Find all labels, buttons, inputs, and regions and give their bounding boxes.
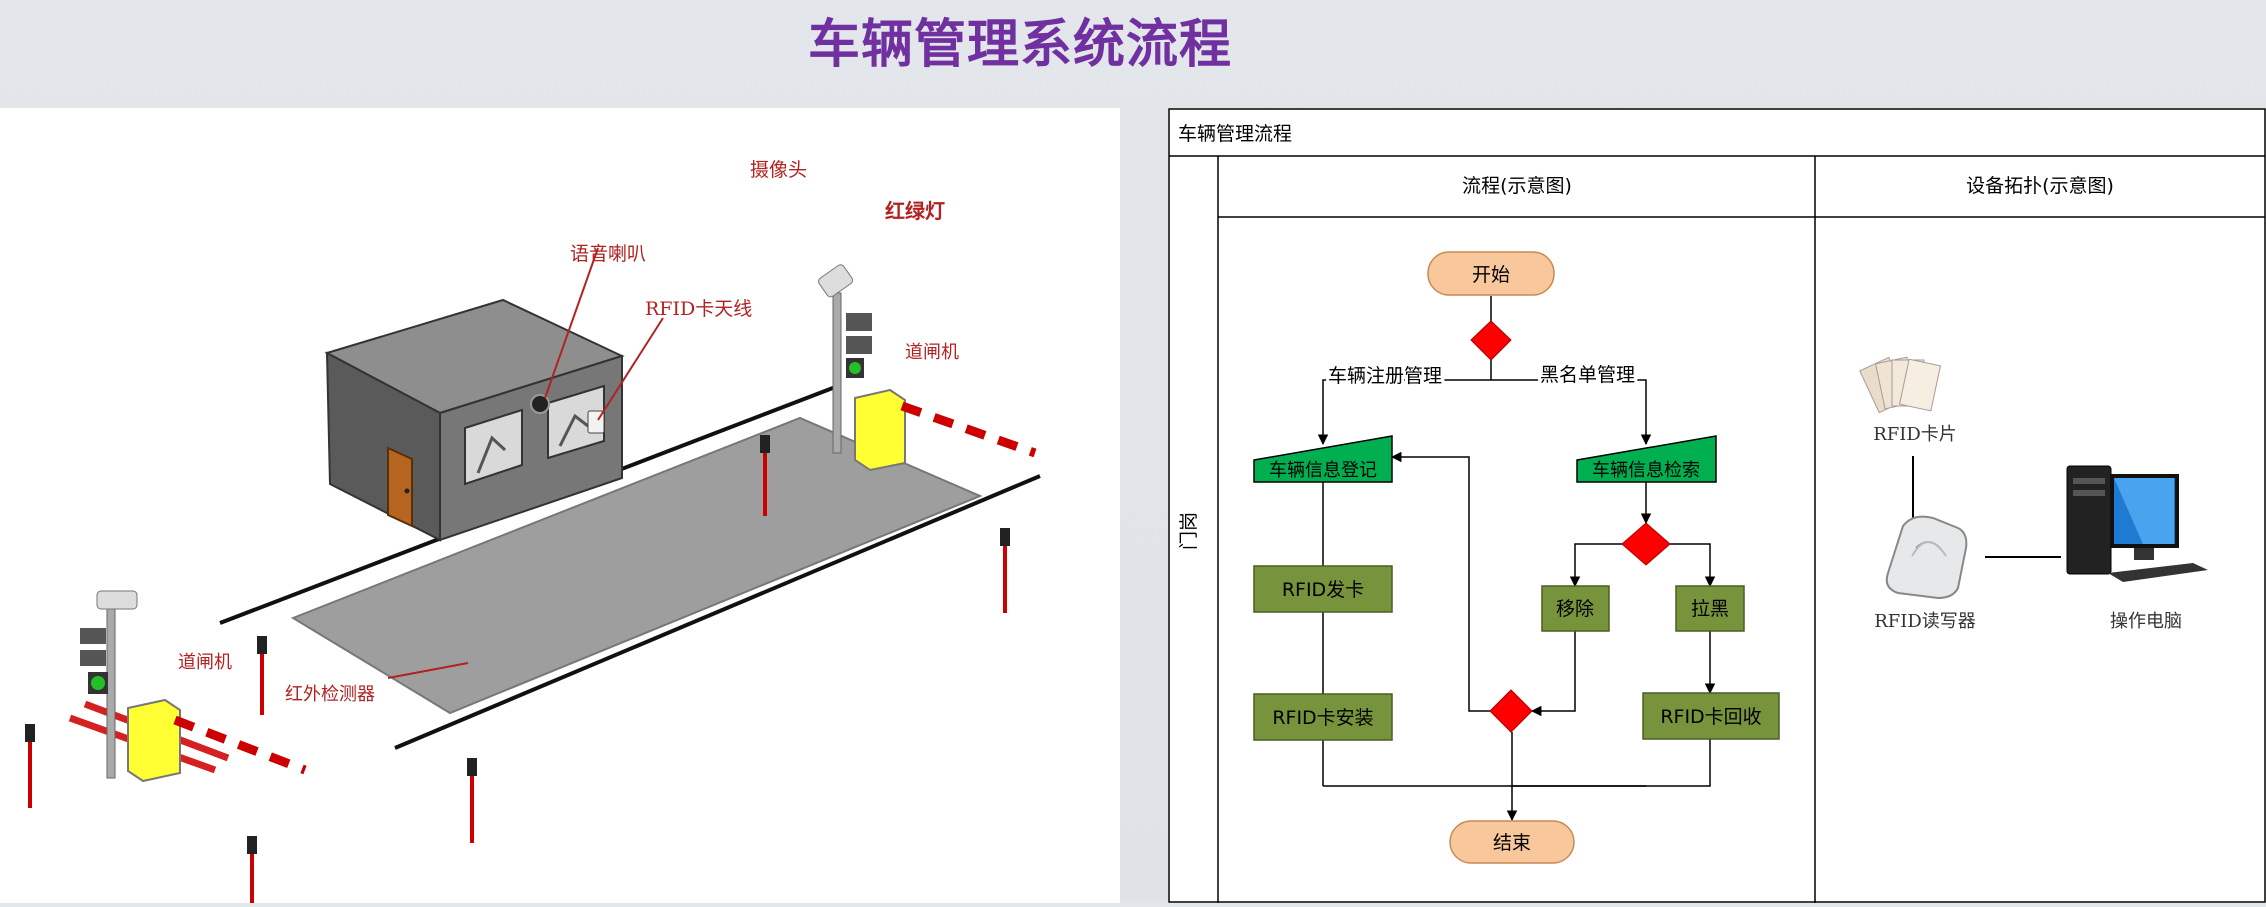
decision-diamond (1621, 522, 1671, 566)
ir-post (25, 724, 35, 808)
road-pad (290, 416, 983, 715)
camera-icon (96, 590, 138, 610)
blacklist-label: 拉黑 (1691, 598, 1729, 620)
leader-line (387, 662, 469, 679)
barrier-label-right: 道闸机 (905, 342, 959, 363)
rfid-card-icon (1859, 356, 1942, 414)
branch-label-blacklist: 黑名单管理 (1540, 364, 1635, 386)
issue-card-label: RFID发卡 (1282, 579, 1364, 601)
right-signal-pole (818, 264, 872, 454)
green-light-icon (849, 362, 861, 374)
leader-line (597, 317, 664, 421)
rfid-antenna-label: RFID卡天线 (645, 298, 752, 320)
booth-window (464, 408, 523, 486)
decision-diamond (1470, 320, 1512, 361)
lane-label: 门岗 (1178, 512, 1200, 550)
start-label: 开始 (1472, 264, 1510, 286)
remove-node: 移除 (1541, 585, 1610, 632)
left-signal-pole (80, 590, 138, 779)
table-header: 车辆管理流程 (1178, 123, 1292, 145)
ir-post (467, 758, 477, 843)
remove-label: 移除 (1556, 598, 1594, 620)
recover-card-label: RFID卡回收 (1660, 706, 1761, 728)
road-edge-line (394, 474, 1041, 750)
decision-diamond (1489, 689, 1533, 733)
search-info-node: 车辆信息检索 (1576, 435, 1717, 483)
pc-label: 操作电脑 (2110, 611, 2182, 632)
install-card-label: RFID卡安装 (1272, 707, 1373, 729)
speaker-icon (530, 394, 550, 414)
swimlane-table (1168, 108, 2266, 903)
ir-post (257, 636, 267, 715)
ir-post (247, 836, 257, 907)
end-label: 结束 (1493, 832, 1531, 854)
traffic-light-label: 红绿灯 (885, 199, 945, 223)
ir-post (1000, 528, 1010, 613)
install-card-node: RFID卡安装 (1253, 693, 1393, 741)
column-header-process: 流程(示意图) (1462, 175, 1572, 197)
register-info-node: 车辆信息登记 (1253, 435, 1393, 483)
issue-card-node: RFID发卡 (1253, 565, 1393, 613)
guard-booth (324, 298, 625, 542)
start-node: 开始 (1427, 251, 1555, 296)
pc-icon (2066, 465, 2208, 582)
rfid-reader-icon (1885, 515, 1968, 600)
booth-door (387, 446, 413, 528)
page-title: 车辆管理系统流程 (807, 15, 1232, 75)
gate-scene-illustration: 摄像头 红绿灯 语音喇叭 RFID卡天线 道闸机 道闸机 红外检测器 (25, 159, 1041, 907)
speaker-label: 语音喇叭 (570, 243, 646, 265)
barrier-label-left: 道闸机 (178, 652, 232, 673)
search-info-label: 车辆信息检索 (1592, 460, 1700, 481)
branch-label-register: 车辆注册管理 (1328, 365, 1442, 387)
camera-label: 摄像头 (750, 159, 807, 181)
camera-icon (818, 264, 854, 298)
gate-scene-panel: 摄像头 红绿灯 语音喇叭 RFID卡天线 道闸机 道闸机 红外检测器 (0, 108, 1120, 907)
left-barrier (127, 698, 307, 783)
column-header-topology: 设备拓扑(示意图) (1966, 175, 2114, 197)
flowchart-panel: 车辆管理流程 流程(示意图) 设备拓扑(示意图) 门岗 车辆注册管理 黑名单管理 (1168, 108, 2266, 903)
ir-post (760, 435, 770, 516)
rfid-reader-label: RFID读写器 (1874, 611, 1976, 632)
end-node: 结束 (1449, 820, 1575, 864)
blacklist-node: 拉黑 (1675, 585, 1745, 632)
flowchart-diagram: 车辆管理流程 流程(示意图) 设备拓扑(示意图) 门岗 车辆注册管理 黑名单管理 (1168, 108, 2266, 903)
green-light-icon (91, 676, 105, 690)
leader-line (544, 247, 599, 399)
register-info-label: 车辆信息登记 (1269, 460, 1377, 481)
recover-card-node: RFID卡回收 (1642, 692, 1780, 740)
rfid-card-label: RFID卡片 (1873, 424, 1957, 445)
ir-detector-label: 红外检测器 (285, 684, 375, 705)
right-barrier (854, 388, 1037, 472)
